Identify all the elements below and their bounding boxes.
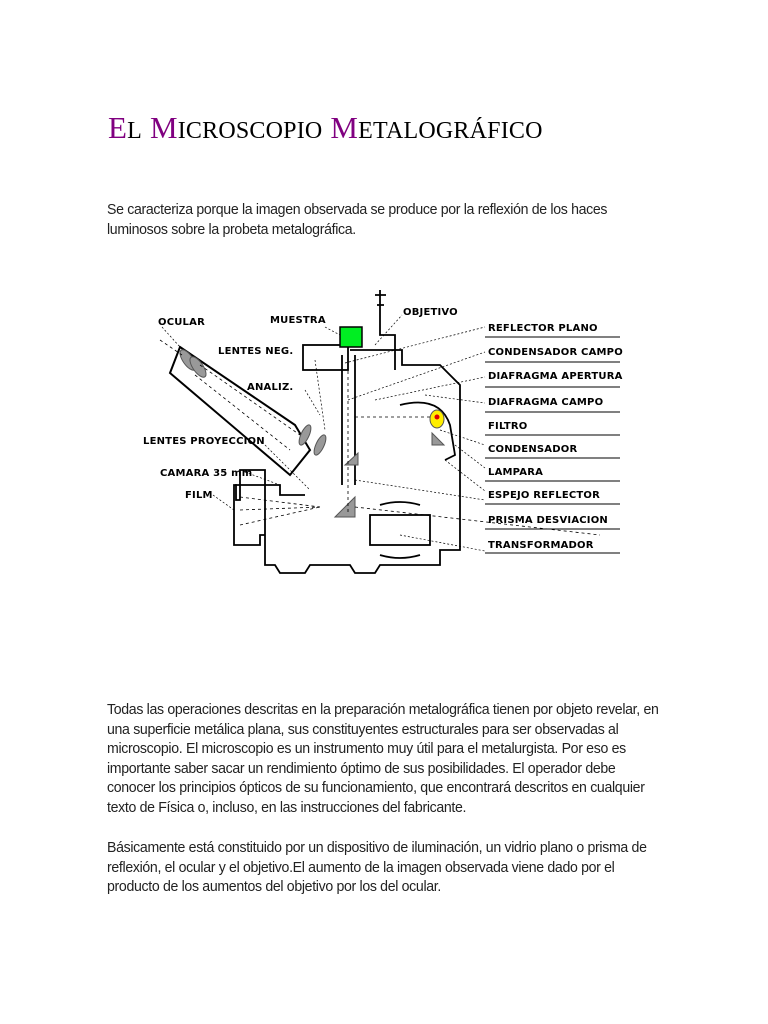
label-ocular: OCULAR xyxy=(158,317,205,328)
microscope-diagram: OCULAR MUESTRA LENTES NEG. ANALIZ. LENTE… xyxy=(143,290,623,574)
operations-paragraph: Todas las operaciones descritas en la pr… xyxy=(107,701,659,816)
label-transformador: TRANSFORMADOR xyxy=(488,540,594,551)
label-filtro: FILTRO xyxy=(488,421,528,432)
title-word-microscopio: ICROSCOPIO xyxy=(177,118,323,144)
label-muestra: MUESTRA xyxy=(270,315,326,326)
label-lentes-proyeccion: LENTES PROYECCION xyxy=(143,436,265,447)
label-analiz: ANALIZ. xyxy=(247,382,293,393)
label-condensador: CONDENSADOR xyxy=(488,444,577,455)
sample-icon xyxy=(339,326,363,348)
label-diafragma-apertura: DIAFRAGMA APERTURA xyxy=(488,371,623,382)
title-initial-e: E xyxy=(108,110,128,145)
label-prisma-desviacion: PRISMA DESVIACION xyxy=(488,515,608,526)
intro-paragraph: Se caracteriza porque la imagen observad… xyxy=(107,201,608,238)
title-initial-m1: M xyxy=(149,110,178,145)
label-espejo-reflector: ESPEJO REFLECTOR xyxy=(488,490,600,501)
label-lampara: LAMPARA xyxy=(488,467,543,478)
label-camara: CAMARA 35 mm xyxy=(160,468,252,479)
title-word-metalografico: ETALOGRÁFICO xyxy=(358,118,543,144)
components-paragraph: Básicamente está constituido por un disp… xyxy=(107,839,647,895)
label-lentes-neg: LENTES NEG. xyxy=(218,346,293,357)
label-film: FILM xyxy=(185,490,213,501)
label-diafragma-campo: DIAFRAGMA CAMPO xyxy=(488,397,603,408)
label-reflector-plano: REFLECTOR PLANO xyxy=(488,323,598,334)
title-word-el: L xyxy=(127,118,143,144)
title-initial-m2: M xyxy=(330,110,359,145)
page-title: EL MICROSCOPIO METALOGRÁFICO xyxy=(108,110,543,146)
label-condensador-campo: CONDENSADOR CAMPO xyxy=(488,347,623,358)
label-objetivo: OBJETIVO xyxy=(403,307,458,318)
